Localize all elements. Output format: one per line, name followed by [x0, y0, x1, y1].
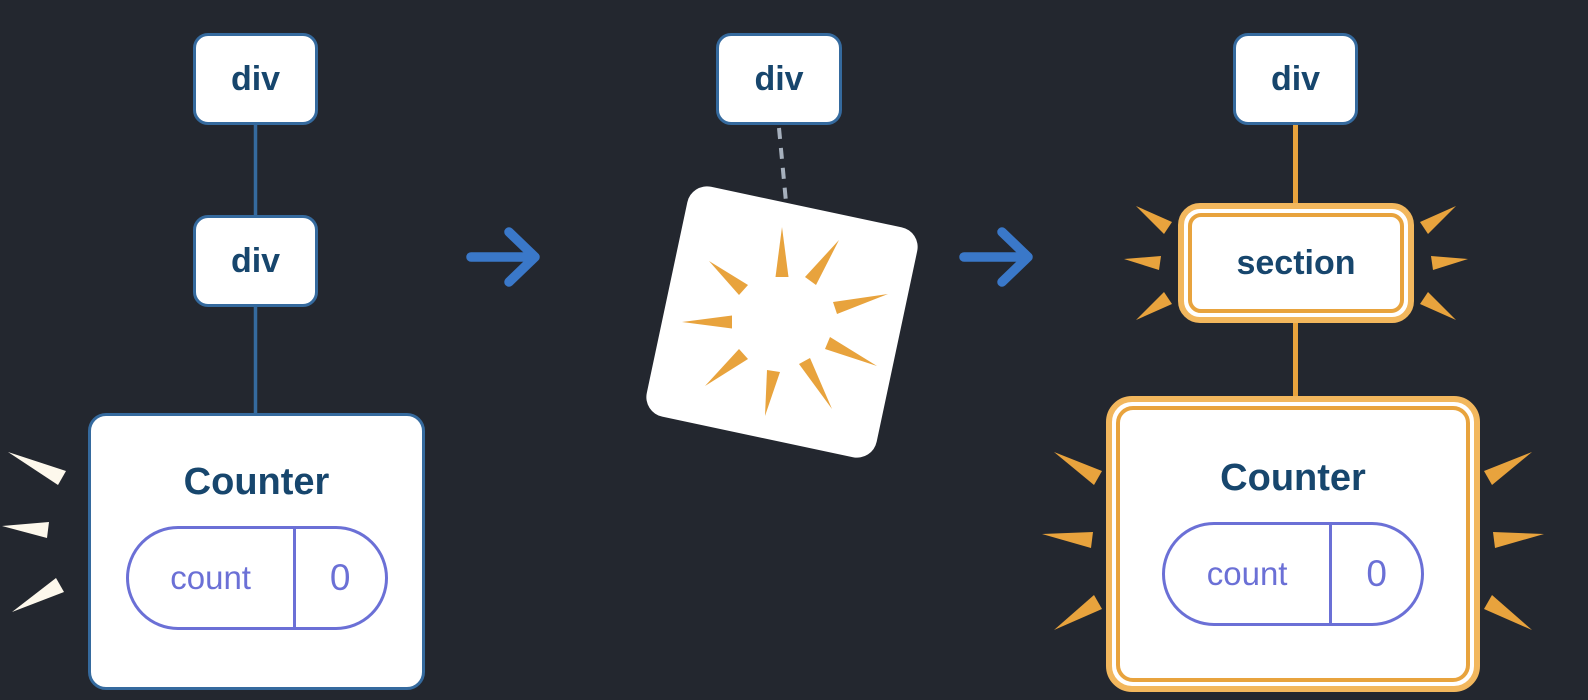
burst-mark: [8, 452, 66, 485]
burst-mark: [1484, 452, 1532, 485]
burst-mark: [1054, 452, 1102, 485]
component-title: Counter: [1220, 457, 1366, 499]
node-label: section: [1236, 243, 1356, 282]
state-key: count: [1165, 525, 1333, 623]
tree-node-section: section: [1188, 213, 1404, 313]
transition-arrow-icon: [959, 227, 1033, 287]
burst-mark: [1484, 595, 1532, 630]
tree-node-div-root: div: [193, 33, 318, 125]
burst-mark: [805, 240, 839, 285]
burst-mark: [765, 370, 780, 416]
poof-burst-marks: [682, 227, 888, 416]
burst-mark: [825, 337, 877, 366]
component-title: Counter: [183, 461, 330, 503]
state-pill: count 0: [1162, 522, 1424, 626]
node-label: div: [230, 241, 281, 280]
burst-mark: [709, 261, 748, 295]
state-value: 0: [1366, 553, 1387, 594]
state-value: 0: [329, 557, 351, 598]
transition-arrow-icon: [466, 227, 540, 287]
state-key: count: [129, 529, 296, 627]
burst-mark: [1124, 256, 1161, 270]
counter-component-card: Counter count 0: [88, 413, 425, 690]
burst-mark: [799, 358, 832, 409]
burst-mark: [1420, 292, 1456, 320]
burst-mark: [1042, 532, 1093, 548]
burst-mark: [833, 294, 888, 314]
tree-node-div-root: div: [716, 33, 842, 125]
burst-mark: [1493, 532, 1544, 548]
node-label: div: [230, 59, 281, 98]
burst-mark: [1420, 206, 1456, 234]
node-label: div: [1270, 59, 1321, 98]
counter-highlight-ring: Counter count 0: [1106, 396, 1480, 692]
burst-mark: [705, 349, 748, 386]
burst-mark: [12, 578, 64, 612]
burst-mark: [2, 522, 49, 538]
burst-marks-counter: [1042, 452, 1544, 630]
node-label: div: [754, 59, 804, 98]
burst-mark: [1136, 292, 1172, 320]
burst-mark: [682, 315, 732, 329]
burst-mark: [1054, 595, 1102, 630]
dashed-connector-line: [777, 127, 788, 203]
poof-box: [646, 186, 918, 458]
tree-node-div-root: div: [1233, 33, 1358, 125]
section-highlight-ring: section: [1178, 203, 1414, 323]
tree-node-div-child: div: [193, 215, 318, 307]
state-pill: count 0: [125, 526, 388, 630]
burst-mark: [1136, 206, 1172, 234]
burst-marks-white: [2, 452, 66, 612]
burst-marks-section: [1124, 206, 1468, 320]
counter-component-card: Counter count 0: [1116, 406, 1470, 682]
burst-mark: [1431, 256, 1468, 270]
burst-mark: [775, 227, 789, 277]
